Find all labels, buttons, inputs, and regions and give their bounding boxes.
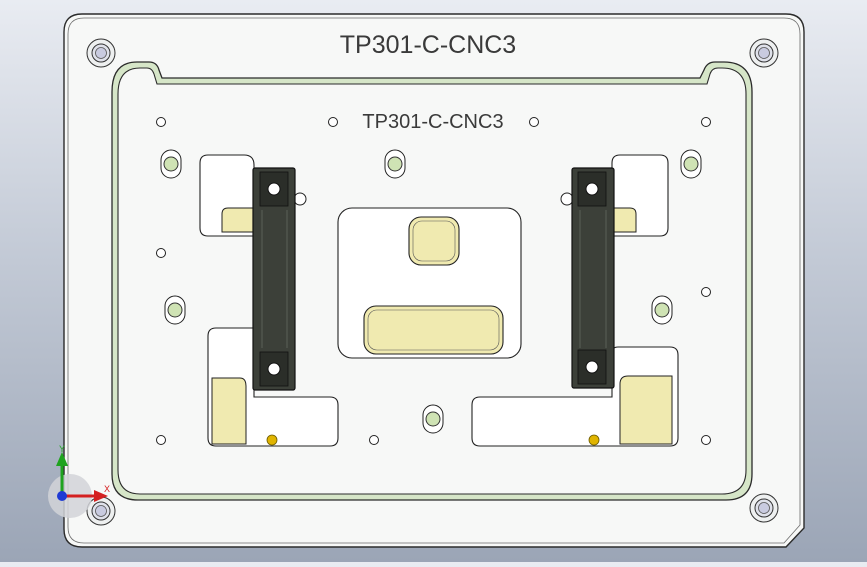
pocket-lower-left [207,327,339,447]
inner-label-hole-right [529,117,539,127]
triad-y-arrow [56,452,68,466]
hole [156,435,166,445]
locating-pin-mid-left [164,295,186,325]
pocket-lower-right [471,346,679,447]
triad-z-axis [57,491,67,501]
triad-x-arrow [94,490,108,502]
triad-y-label: Y [59,444,65,454]
side-pin-left [293,192,307,206]
hole [701,435,711,445]
hole [701,287,711,297]
pocket-upper-right [611,154,669,237]
outer-label: TP301-C-CNC3 [340,31,516,59]
corner-screw-bottom-right [749,493,779,523]
locator-dot [588,434,600,446]
side-pin-right [560,192,574,206]
center-pocket [337,207,522,359]
locating-pin-bottom-center [422,404,444,434]
locating-pin-top-center [384,149,406,179]
triad-x-label: X [104,484,110,494]
pocket-upper-left [199,154,255,237]
hole [701,117,711,127]
clamp-bar-right [571,167,615,389]
corner-screw-bottom-left [86,496,116,526]
hole [156,117,166,127]
inner-label-hole-left [328,117,338,127]
hole [369,435,379,445]
axis-triad[interactable]: Y X [48,444,110,518]
base-plate-inner-edge [67,17,801,544]
small-holes [156,117,711,445]
clamp-bar-left [252,167,296,391]
hole [156,248,166,258]
locating-pin-mid-right [651,295,673,325]
corner-screw-top-right [749,38,779,68]
locating-pin-top-left [160,149,182,179]
corner-screw-top-left [86,38,116,68]
inner-label: TP301-C-CNC3 [362,111,503,133]
locator-dot [266,434,278,446]
locating-pin-top-right [680,149,702,179]
